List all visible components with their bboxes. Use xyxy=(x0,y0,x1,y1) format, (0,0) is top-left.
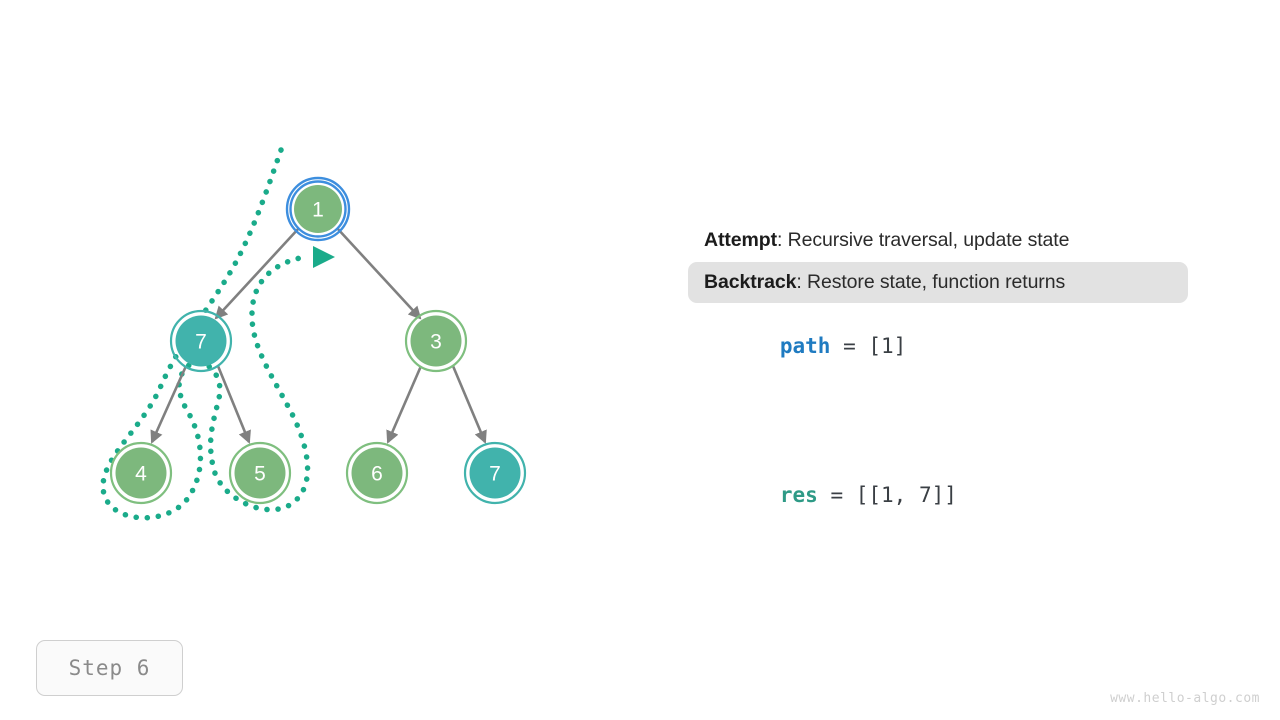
tree-node-7-left[interactable]: 7 xyxy=(169,309,233,373)
edge-3-7r xyxy=(451,365,487,444)
tree-node-7-right[interactable]: 7 xyxy=(463,441,527,505)
edge-3-6 xyxy=(386,365,423,444)
node-body xyxy=(234,447,286,499)
tree-node-6[interactable]: 6 xyxy=(345,441,409,505)
tree-node-5[interactable]: 5 xyxy=(228,441,292,505)
variable-res: res = [[1, 7]] xyxy=(688,464,1188,527)
node-label: 5 xyxy=(254,463,266,486)
edge-7-5 xyxy=(216,365,251,444)
phase-backtrack-text: Restore state, function returns xyxy=(806,270,1066,293)
edge-7-4 xyxy=(150,365,188,444)
tree-node-4[interactable]: 4 xyxy=(109,441,173,505)
node-outer-ring xyxy=(463,441,527,505)
node-label: 1 xyxy=(312,199,324,222)
cursor-marker-icon xyxy=(313,246,335,268)
node-outer-ring xyxy=(169,309,233,373)
node-outer-ring xyxy=(289,180,347,238)
node-body xyxy=(351,447,403,499)
node-body xyxy=(115,447,167,499)
variables-block: path = [1] res = [[1, 7]] xyxy=(688,315,1188,527)
node-body xyxy=(175,315,227,367)
edge-1-7 xyxy=(214,227,300,320)
watermark: www.hello-algo.com xyxy=(1110,691,1260,706)
node-highlight-ring xyxy=(285,176,351,242)
tree-nodes: 1 7 3 4 5 xyxy=(109,176,527,505)
node-outer-ring xyxy=(404,309,468,373)
phase-attempt: Attempt: Recursive traversal, update sta… xyxy=(688,220,1188,262)
variable-path-value: = [1] xyxy=(830,334,907,358)
node-label: 6 xyxy=(371,463,383,486)
phase-attempt-sep: : xyxy=(776,229,788,251)
node-label: 3 xyxy=(430,331,442,354)
variable-res-value: = [[1, 7]] xyxy=(817,483,957,507)
node-body xyxy=(469,447,521,499)
phase-attempt-text: Recursive traversal, update state xyxy=(787,229,1070,251)
node-label: 7 xyxy=(195,331,207,354)
phase-backtrack: Backtrack: Restore state, function retur… xyxy=(688,261,1188,303)
node-outer-ring xyxy=(109,441,173,505)
info-panel: Attempt: Recursive traversal, update sta… xyxy=(688,220,1188,527)
step-badge-label: Step 6 xyxy=(68,656,151,680)
node-label: 4 xyxy=(135,463,147,486)
tree-node-1[interactable]: 1 xyxy=(285,176,351,242)
step-badge: Step 6 xyxy=(36,640,183,696)
phase-backtrack-sep: : xyxy=(796,270,807,293)
tree-edges xyxy=(150,227,487,444)
node-body xyxy=(410,315,462,367)
watermark-text: www.hello-algo.com xyxy=(1110,691,1260,706)
variable-path-name: path xyxy=(779,334,831,358)
node-body xyxy=(294,185,342,233)
phase-backtrack-key: Backtrack xyxy=(704,270,797,293)
variable-path: path = [1] xyxy=(688,315,1188,378)
variable-res-name: res xyxy=(779,483,818,507)
edge-1-3 xyxy=(336,227,422,320)
node-label: 7 xyxy=(489,463,501,486)
tree-node-3[interactable]: 3 xyxy=(404,309,468,373)
tree-diagram-panel: 1 7 3 4 5 xyxy=(100,147,527,521)
phase-attempt-key: Attempt xyxy=(704,229,777,251)
node-outer-ring xyxy=(228,441,292,505)
binary-tree-svg: 1 7 3 4 5 xyxy=(100,147,527,521)
node-outer-ring xyxy=(345,441,409,505)
